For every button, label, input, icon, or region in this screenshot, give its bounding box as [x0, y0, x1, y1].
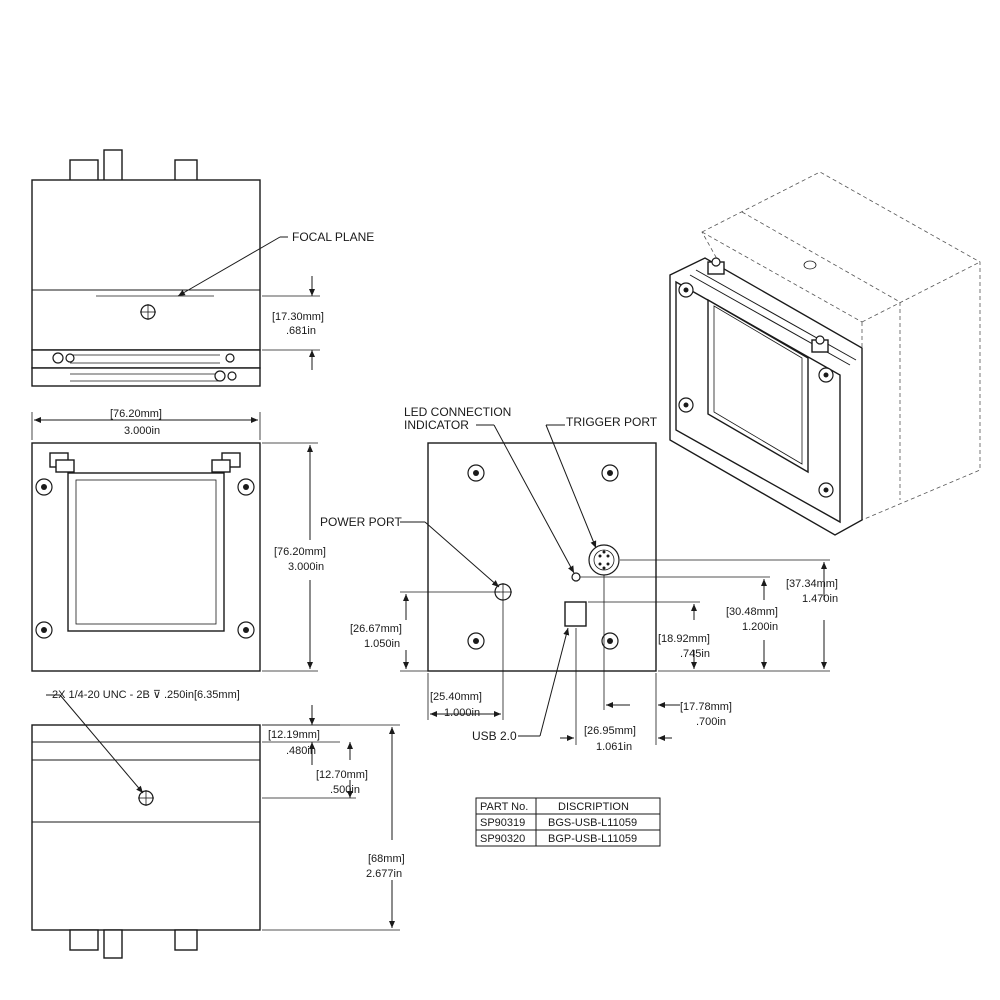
side-view — [31, 694, 400, 959]
table-row-desc: BGP-USB-L11059 — [548, 833, 637, 845]
focal-dim-mm: [17.30mm] — [272, 311, 324, 323]
usb-h-mm: [26.95mm] — [584, 725, 636, 737]
back-view — [400, 424, 830, 745]
width-dim-mm: [76.20mm] — [110, 408, 162, 420]
parts-table — [475, 797, 661, 847]
depth-in: 2.677in — [366, 868, 402, 880]
isometric-view — [669, 171, 981, 536]
side-b-mm: [12.70mm] — [316, 769, 368, 781]
power-v-in: 1.050in — [364, 638, 400, 650]
front-view — [31, 412, 318, 672]
usb-h-in: 1.061in — [596, 741, 632, 753]
usb-v-in: .745in — [680, 648, 710, 660]
side-a-in: .480in — [286, 745, 316, 757]
thread-note: 2X 1/4-20 UNC - 2B ⊽ .250in[6.35mm] — [52, 689, 240, 701]
height-dim-mm: [76.20mm] — [274, 546, 326, 558]
trigger-v-in: 1.470in — [802, 593, 838, 605]
power-h-mm: [25.40mm] — [430, 691, 482, 703]
width-dim-in: 3.000in — [124, 425, 160, 437]
side-a-mm: [12.19mm] — [268, 729, 320, 741]
height-dim-in: 3.000in — [288, 561, 324, 573]
power-port-label: POWER PORT — [320, 515, 402, 529]
table-row-part: SP90320 — [480, 833, 525, 845]
power-h-in: 1.000in — [444, 707, 480, 719]
side-b-in: .500in — [330, 784, 360, 796]
led-label-line1: LED CONNECTION — [404, 405, 511, 419]
power-v-mm: [26.67mm] — [350, 623, 402, 635]
led-v-mm: [30.48mm] — [726, 606, 778, 618]
usb-v-mm: [18.92mm] — [658, 633, 710, 645]
top-view — [31, 149, 320, 387]
usb-label: USB 2.0 — [472, 729, 517, 743]
table-header-desc: DISCRIPTION — [558, 801, 629, 813]
trigger-h-in: .700in — [696, 716, 726, 728]
focal-plane-label: FOCAL PLANE — [292, 230, 374, 244]
led-label-line2: INDICATOR — [404, 418, 469, 432]
trigger-port-label: TRIGGER PORT — [566, 415, 658, 429]
depth-mm: [68mm] — [368, 853, 405, 865]
trigger-h-mm: [17.78mm] — [680, 701, 732, 713]
focal-dim-in: .681in — [286, 325, 316, 337]
table-header-part: PART No. — [480, 801, 528, 813]
trigger-v-mm: [37.34mm] — [786, 578, 838, 590]
table-row-part: SP90319 — [480, 817, 525, 829]
table-row-desc: BGS-USB-L11059 — [548, 817, 637, 829]
led-v-in: 1.200in — [742, 621, 778, 633]
